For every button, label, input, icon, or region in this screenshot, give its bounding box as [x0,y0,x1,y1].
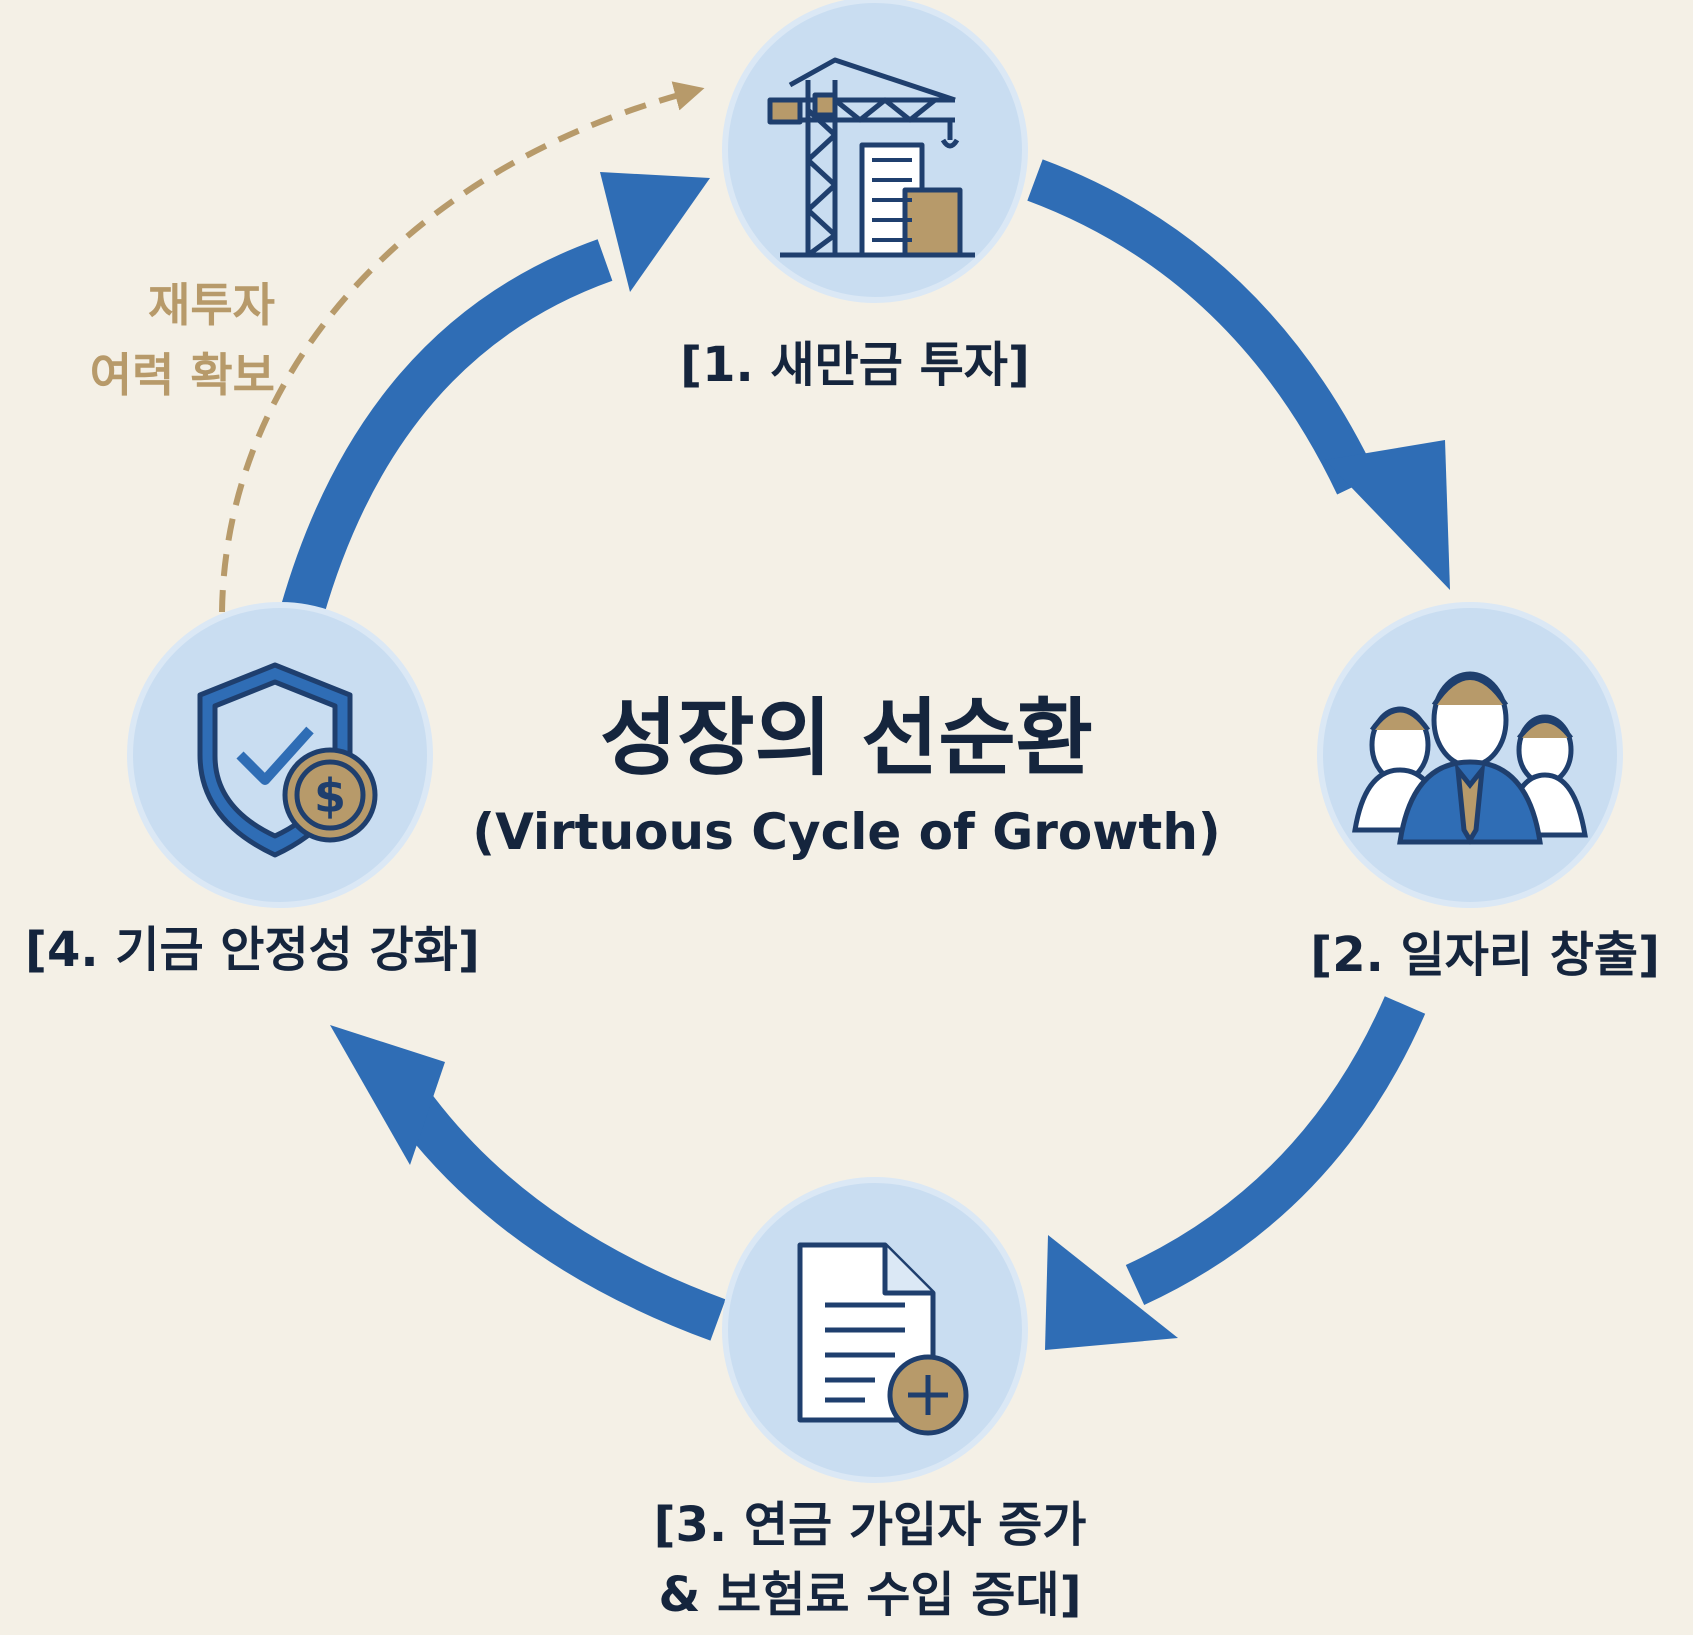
step-4-label: [4. 기금 안정성 강화] [25,922,480,978]
step-3-node [722,1177,1028,1483]
reinvest-dashed-arrow [219,81,705,613]
shield-check-coin-icon: $ [197,662,378,858]
arrow-pension-to-fund [376,1067,726,1341]
reinvest-label: 재투자 여력 확보 [40,270,275,410]
step-2-node [1317,602,1623,908]
step-3-label-line-1: [3. 연금 가입자 증가 [653,1497,1087,1553]
svg-text:$: $ [314,769,346,823]
arrow-invest-to-jobs-head [1325,440,1450,590]
arrow-fund-to-invest [280,239,613,619]
arrow-jobs-to-pension [1125,996,1426,1305]
step-3-label-line-2: & 보험료 수입 증대] [658,1567,1082,1623]
arrow-jobs-to-pension-head [1045,1235,1178,1350]
document-plus-icon [797,1242,969,1436]
people-group-icon [1352,671,1588,845]
reinvest-line-1: 재투자 [148,278,275,332]
arrow-pension-to-fund-head [330,1025,445,1165]
reinvest-line-2: 여력 확보 [89,348,275,402]
construction-crane-building-icon [767,57,975,258]
arrow-fund-to-invest-head [600,172,710,292]
step-1-label: [1. 새만금 투자] [680,337,1030,393]
step-2-label: [2. 일자리 창출] [1310,927,1660,983]
step-1-node [722,0,1028,303]
diagram-subtitle: (Virtuous Cycle of Growth) [472,803,1221,861]
diagram-title: 성장의 선순환 [600,689,1093,787]
arrow-invest-to-jobs [1027,159,1377,495]
step-4-node: $ [127,602,433,908]
